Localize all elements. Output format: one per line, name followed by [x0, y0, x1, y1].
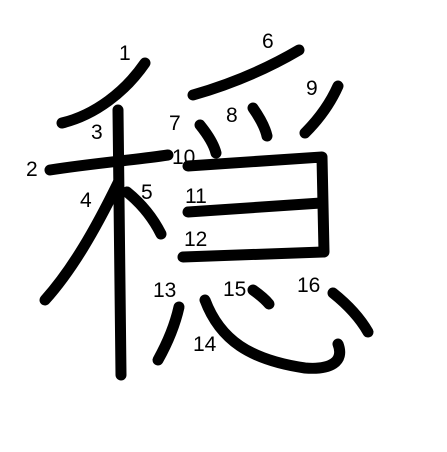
stroke-number-6: 6	[262, 30, 274, 53]
stroke-number-1: 1	[119, 42, 131, 65]
stroke-number-9: 9	[306, 77, 318, 100]
stroke-number-11: 11	[185, 185, 207, 208]
stroke-6	[187, 44, 305, 101]
stroke-number-2: 2	[26, 158, 38, 181]
stroke-number-10: 10	[172, 146, 195, 169]
stroke-order-labels: 1 2 3 4 5 6 7 8 9 10 11 12 13 14 15 16	[26, 30, 320, 356]
stroke-16	[327, 287, 374, 338]
stroke-12	[177, 246, 329, 263]
stroke-number-12: 12	[184, 228, 207, 251]
stroke-number-7: 7	[169, 112, 181, 135]
stroke-4	[39, 177, 124, 306]
stroke-number-16: 16	[297, 274, 320, 297]
stroke-number-8: 8	[226, 104, 238, 127]
stroke-3	[112, 104, 127, 381]
stroke-number-15: 15	[223, 278, 246, 301]
stroke-15	[247, 284, 275, 310]
stroke-14	[199, 294, 346, 374]
stroke-number-5: 5	[141, 181, 153, 204]
stroke-10	[182, 151, 330, 258]
character-strokes	[39, 44, 374, 381]
stroke-5	[121, 186, 167, 240]
stroke-13	[152, 301, 185, 366]
stroke-number-14: 14	[193, 333, 217, 356]
stroke-number-4: 4	[80, 189, 92, 212]
stroke-9	[299, 80, 344, 139]
stroke-8	[247, 102, 273, 142]
stroke-1	[56, 57, 151, 129]
stroke-11	[182, 197, 327, 218]
stroke-7	[194, 119, 222, 159]
stroke-number-13: 13	[153, 279, 176, 302]
stroke-number-3: 3	[91, 121, 103, 144]
